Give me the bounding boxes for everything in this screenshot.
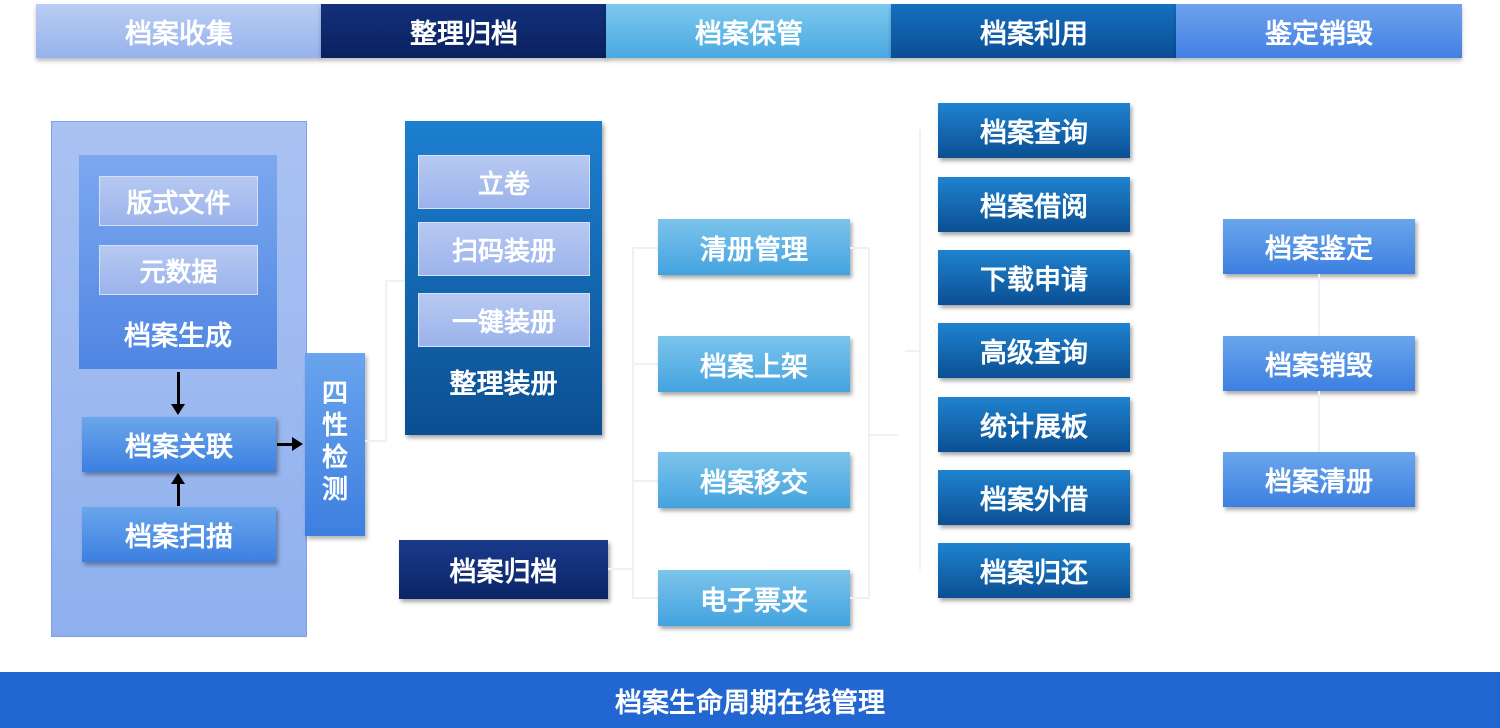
connector (385, 280, 387, 442)
connector (905, 350, 921, 352)
external-loan-button[interactable]: 档案外借 (938, 470, 1130, 525)
advanced-query-button[interactable]: 高级查询 (938, 323, 1130, 378)
layout-file-item[interactable]: 版式文件 (99, 176, 258, 226)
connector (919, 130, 921, 570)
connector (868, 434, 898, 436)
metadata-item[interactable]: 元数据 (99, 245, 258, 295)
appraisal-button[interactable]: 档案鉴定 (1223, 219, 1415, 274)
connector (632, 363, 658, 365)
return-button[interactable]: 档案归还 (938, 543, 1130, 598)
tab-appraise[interactable]: 鉴定销毁 (1176, 4, 1462, 58)
connector (365, 440, 387, 442)
arrow-down-head (171, 404, 185, 415)
arrow-up (177, 482, 180, 506)
connector (632, 247, 634, 599)
archive-button[interactable]: 档案归档 (399, 540, 608, 599)
scan-button[interactable]: 档案扫描 (82, 507, 276, 562)
link-button[interactable]: 档案关联 (82, 417, 276, 472)
connector (608, 568, 634, 570)
shelve-button[interactable]: 档案上架 (658, 336, 850, 392)
scan-bind-item[interactable]: 扫码装册 (418, 222, 590, 276)
connector (868, 247, 870, 599)
tab-utilize[interactable]: 档案利用 (891, 4, 1177, 58)
connector (385, 280, 405, 282)
inventory-button[interactable]: 清册管理 (658, 219, 850, 275)
connector (1318, 274, 1320, 336)
download-request-button[interactable]: 下载申请 (938, 250, 1130, 305)
borrow-button[interactable]: 档案借阅 (938, 177, 1130, 232)
e-ticket-button[interactable]: 电子票夹 (658, 570, 850, 626)
organize-title: 整理装册 (449, 369, 558, 400)
connector (1318, 391, 1320, 453)
connector (850, 597, 870, 599)
volume-item[interactable]: 立卷 (418, 155, 590, 209)
arrow-down (177, 372, 180, 408)
connector (632, 480, 658, 482)
one-key-bind-item[interactable]: 一键装册 (418, 293, 590, 347)
arrow-right (277, 443, 295, 446)
check-label: 四性检测 (321, 379, 348, 505)
connector (850, 247, 870, 249)
tab-collect[interactable]: 档案收集 (36, 4, 322, 58)
check-box[interactable] (305, 353, 365, 536)
tab-organize[interactable]: 整理归档 (321, 4, 607, 58)
arrow-right-head (292, 437, 303, 451)
footer-banner: 档案生命周期在线管理 (0, 672, 1500, 728)
tab-storage[interactable]: 档案保管 (606, 4, 892, 58)
transfer-button[interactable]: 档案移交 (658, 452, 850, 508)
destroy-inventory-button[interactable]: 档案清册 (1223, 452, 1415, 507)
connector (632, 247, 658, 249)
query-button[interactable]: 档案查询 (938, 103, 1130, 158)
generate-title: 档案生成 (124, 321, 232, 352)
statistics-board-button[interactable]: 统计展板 (938, 397, 1130, 452)
destroy-button[interactable]: 档案销毁 (1223, 336, 1415, 391)
connector (632, 597, 658, 599)
arrow-up-head (171, 473, 185, 484)
